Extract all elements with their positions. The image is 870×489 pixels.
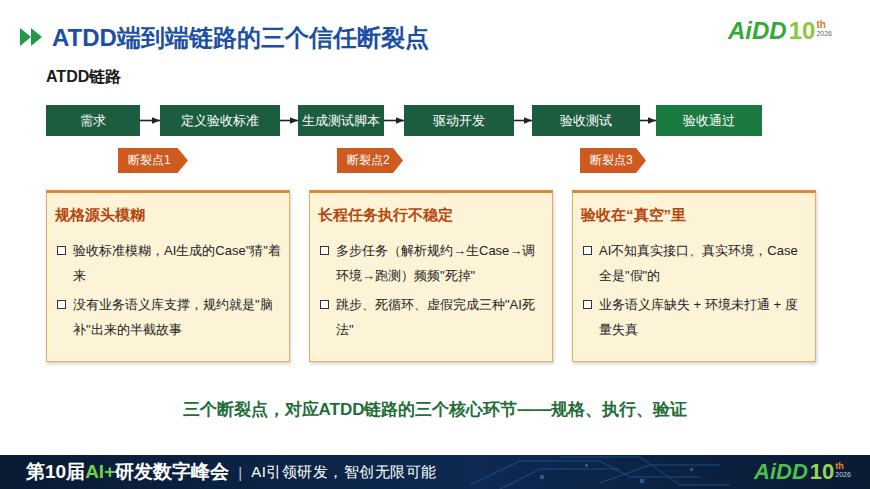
footer-slogan: AI引领研发，智创无限可能 [251, 463, 437, 482]
info-panel: 验收在“真空”里 AI不知真实接口、真实环境，Case全是"假"的业务语义库缺失 … [572, 190, 816, 362]
logo-text: AiDD [754, 459, 808, 485]
box-label: 生成测试脚本 [302, 113, 380, 128]
flow-arrow [514, 120, 532, 122]
flow-arrow [384, 120, 404, 122]
flow-arrow [640, 120, 656, 122]
logo-suffix: th [816, 19, 825, 30]
box-label: 定义验收标准 [181, 113, 259, 128]
process-box: 生成测试脚本 [298, 105, 384, 136]
box-label: 需求 [80, 113, 106, 128]
panel-heading: 规格源头模糊 [55, 204, 283, 226]
breakpoint-tag: 断裂点2 [337, 148, 403, 173]
process-box: 验收通过 [656, 105, 762, 136]
bullet-text: 验收标准模糊，AI生成的Case"猜"着来 [55, 238, 283, 288]
process-box: 定义验收标准 [160, 105, 280, 136]
bullet-text: 跳步、死循环、虚假完成三种"AI死法" [318, 292, 546, 342]
footer-title: 第10届 [26, 459, 85, 485]
logo-year: 2026 [816, 30, 832, 38]
logo-number: 10 [789, 17, 816, 45]
tag-label: 断裂点2 [347, 152, 390, 169]
breakpoint-tag: 断裂点3 [580, 148, 646, 173]
tag-label: 断裂点1 [128, 152, 171, 169]
process-box: 验收测试 [532, 105, 640, 136]
process-box: 驱动开发 [404, 105, 514, 136]
logo-number: 10 [810, 459, 834, 485]
bullet-text: 没有业务语义库支撑，规约就是"脑补"出来的半截故事 [55, 292, 283, 342]
panel-heading: 长程任务执行不稳定 [318, 204, 546, 226]
process-box: 需求 [46, 105, 140, 136]
logo-suffix: th [835, 461, 844, 471]
title-icon [20, 27, 46, 47]
footer-title: 研发数字峰会 [115, 459, 229, 485]
info-panel: 规格源头模糊验收标准模糊，AI生成的Case"猜"着来没有业务语义库支撑，规约就… [46, 190, 290, 362]
box-label: 验收通过 [683, 113, 735, 128]
footer-title: AI+ [85, 461, 115, 483]
bullet-text: 业务语义库缺失 + 环境未打通 + 度量失真 [581, 292, 809, 342]
slide-caption: 三个断裂点，对应ATDD链路的三个核心环节——规格、执行、验证 [0, 398, 870, 422]
bullet-text: AI不知真实接口、真实环境，Case全是"假"的 [581, 238, 809, 288]
flow-arrow [280, 120, 298, 122]
bullet-text: 多步任务（解析规约→生Case→调环境→跑测）频频"死掉" [318, 238, 546, 288]
panel-heading: 验收在“真空”里 [581, 204, 809, 226]
logo-text: AiDD [728, 17, 787, 45]
slide-title: ATDD端到端链路的三个信任断裂点 [52, 22, 429, 54]
breakpoint-tag: 断裂点1 [118, 148, 188, 173]
flow-arrow [140, 120, 160, 122]
info-panel: 长程任务执行不稳定多步任务（解析规约→生Case→调环境→跑测）频频"死掉"跳步… [309, 190, 553, 362]
box-label: 驱动开发 [433, 113, 485, 128]
footer-separator: | [238, 464, 242, 481]
section-label: ATDD链路 [46, 66, 121, 88]
box-label: 验收测试 [560, 113, 612, 128]
logo-year: 2026 [835, 471, 851, 479]
tag-label: 断裂点3 [590, 152, 633, 169]
